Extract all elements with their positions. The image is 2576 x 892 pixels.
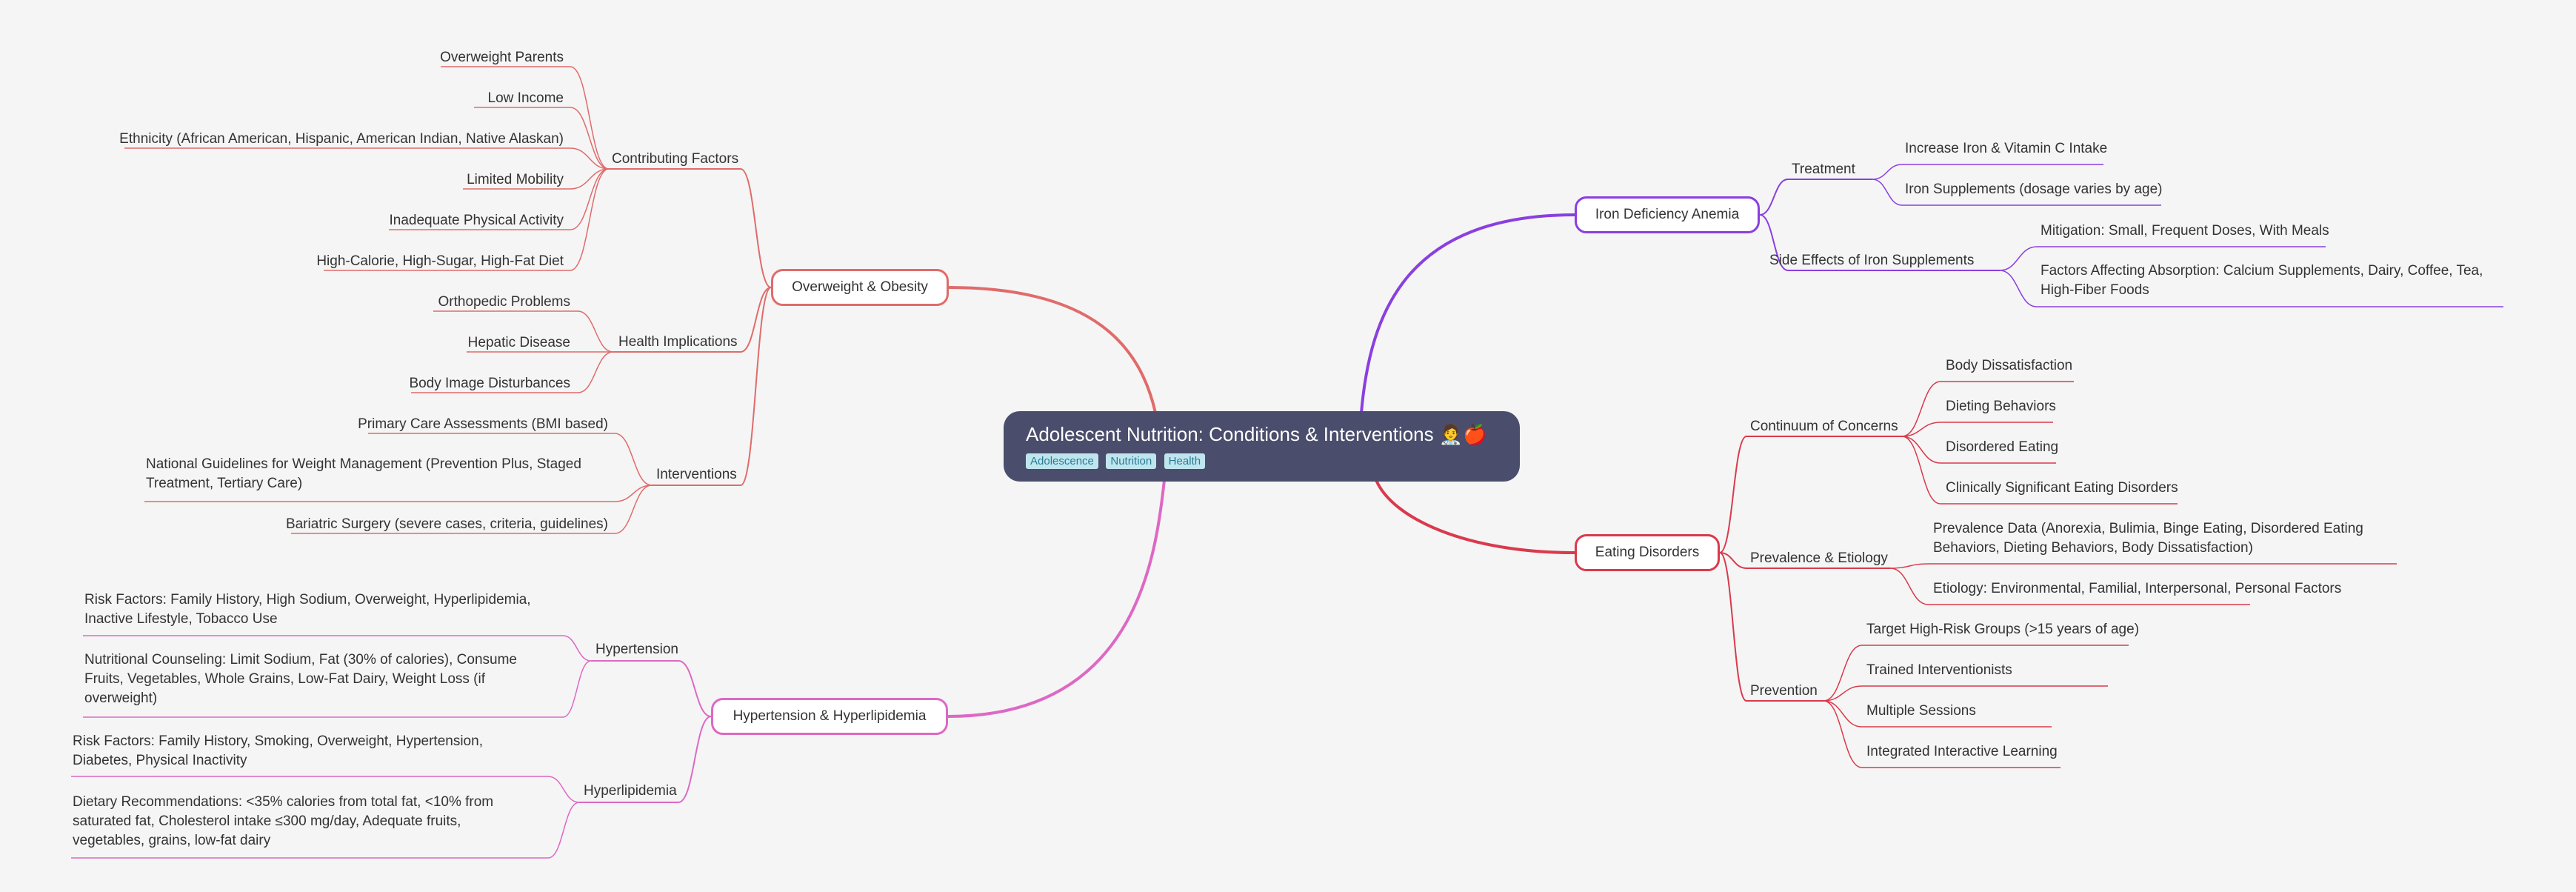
tag-health[interactable]: Health [1164, 453, 1206, 469]
group-hyperlipidemia[interactable]: Hyperlipidemia [584, 783, 677, 799]
root-title: Adolescent Nutrition: Conditions & Inter… [1026, 423, 1487, 445]
leaf-dietary-recommendations[interactable]: Dietary Recommendations: <35% calories f… [73, 794, 494, 848]
link-continuum-leaf [1901, 381, 1941, 437]
link-eating-group [1719, 552, 1747, 569]
leaf-target-high-risk-groups[interactable]: Target High-Risk Groups (>15 years of ag… [1866, 622, 2140, 637]
leaf-orthopedic-problems[interactable]: Orthopedic Problems [438, 294, 570, 310]
link-health-leaf [577, 310, 614, 353]
leaf-disordered-eating[interactable]: Disordered Eating [1946, 439, 2059, 455]
group-prevalence-etiology[interactable]: Prevalence & Etiology [1750, 550, 1888, 566]
leaf-etiology[interactable]: Etiology: Environmental, Familial, Inter… [1933, 581, 2342, 596]
link-hyperlipidemia-leaf [547, 776, 580, 803]
link-hyp-group [678, 660, 712, 717]
link-side-effects-leaf [1999, 246, 2038, 271]
link-interventions-leaf [614, 485, 653, 502]
leaf-overweight-parents[interactable]: Overweight Parents [440, 50, 564, 65]
leaf-body-dissatisfaction[interactable]: Body Dissatisfaction [1946, 358, 2073, 373]
link-overweight-group [740, 287, 772, 353]
link-hyperlipidemia-leaf [547, 802, 580, 859]
leaf-factors-affecting-absorption[interactable]: Factors Affecting Absorption: Calcium Su… [2041, 263, 2483, 298]
leaf-high-calorie-diet[interactable]: High-Calorie, High-Sugar, High-Fat Diet [316, 253, 564, 269]
link-side-effects-leaf [1999, 270, 2038, 307]
link-prevalence-leaf [1889, 563, 1929, 569]
link-eating-group [1719, 552, 1747, 702]
link-prevention-leaf [1823, 700, 1863, 768]
link-health-leaf [577, 351, 614, 393]
link-treatment-leaf [1872, 179, 1903, 206]
leaf-low-income[interactable]: Low Income [487, 90, 564, 106]
group-continuum-of-concerns[interactable]: Continuum of Concerns [1750, 419, 1898, 434]
link-eating-group [1719, 436, 1747, 553]
link-root-overweight [948, 286, 1157, 413]
leaf-bariatric-surgery[interactable]: Bariatric Surgery (severe cases, criteri… [285, 516, 608, 532]
branch-iron-deficiency-anemia[interactable]: Iron Deficiency Anemia [1575, 196, 1760, 233]
link-iron-group [1759, 214, 1789, 271]
leaf-mitigation[interactable]: Mitigation: Small, Frequent Doses, With … [2041, 223, 2329, 239]
leaf-dieting-behaviors[interactable]: Dieting Behaviors [1946, 399, 2056, 414]
link-interventions-leaf [614, 433, 653, 486]
leaf-integrated-interactive-learning[interactable]: Integrated Interactive Learning [1866, 744, 2058, 759]
leaf-inadequate-physical-activity[interactable]: Inadequate Physical Activity [389, 213, 564, 228]
leaf-hyperlipidemia-risk-factors[interactable]: Risk Factors: Family History, Smoking, O… [73, 733, 483, 768]
link-hypertension-leaf [562, 660, 592, 718]
leaf-iron-supplements[interactable]: Iron Supplements (dosage varies by age) [1905, 182, 2163, 197]
group-contributing-factors[interactable]: Contributing Factors [612, 151, 739, 167]
leaf-clinically-significant[interactable]: Clinically Significant Eating Disorders [1946, 480, 2178, 496]
group-hypertension[interactable]: Hypertension [595, 642, 678, 657]
branch-hypertension-hyperlipidemia[interactable]: Hypertension & Hyperlipidemia [711, 698, 948, 735]
link-continuum-leaf [1901, 422, 1941, 437]
link-overweight-group [740, 287, 772, 486]
link-contributing-leaf [570, 66, 610, 170]
link-hyp-group [678, 716, 712, 803]
link-prevention-leaf [1823, 685, 1863, 702]
link-root-hypertension [947, 479, 1166, 718]
group-prevention[interactable]: Prevention [1750, 683, 1818, 699]
link-root-eating [1375, 479, 1575, 554]
leaf-national-guidelines[interactable]: National Guidelines for Weight Managemen… [146, 456, 581, 491]
link-root-iron [1360, 213, 1575, 413]
leaf-multiple-sessions[interactable]: Multiple Sessions [1866, 703, 1976, 719]
tag-adolescence[interactable]: Adolescence [1026, 453, 1098, 469]
leaf-ethnicity[interactable]: Ethnicity (African American, Hispanic, A… [119, 131, 564, 147]
leaf-body-image-disturbances[interactable]: Body Image Disturbances [409, 376, 570, 391]
link-interventions-leaf [614, 485, 653, 534]
group-treatment[interactable]: Treatment [1792, 162, 1855, 177]
link-contributing-leaf [570, 168, 610, 230]
root-node[interactable]: Adolescent Nutrition: Conditions & Inter… [1004, 411, 1520, 482]
link-prevention-leaf [1823, 645, 1863, 702]
link-prevalence-leaf [1889, 568, 1929, 605]
leaf-prevalence-data[interactable]: Prevalence Data (Anorexia, Bulimia, Bing… [1933, 521, 2363, 556]
leaf-hepatic-disease[interactable]: Hepatic Disease [467, 335, 570, 350]
branch-eating-disorders[interactable]: Eating Disorders [1575, 534, 1720, 571]
link-continuum-leaf [1901, 436, 1941, 505]
tag-nutrition[interactable]: Nutrition [1106, 453, 1157, 469]
link-contributing-leaf [570, 147, 610, 170]
leaf-primary-care-assessments[interactable]: Primary Care Assessments (BMI based) [358, 416, 608, 432]
leaf-hypertension-risk-factors[interactable]: Risk Factors: Family History, High Sodiu… [84, 592, 531, 627]
link-continuum-leaf [1901, 436, 1941, 464]
group-health-implications[interactable]: Health Implications [618, 334, 738, 350]
group-side-effects[interactable]: Side Effects of Iron Supplements [1769, 253, 1975, 268]
link-iron-group [1759, 179, 1789, 216]
leaf-limited-mobility[interactable]: Limited Mobility [467, 172, 564, 187]
root-tags: Adolescence Nutrition Health [1026, 453, 1498, 469]
leaf-nutritional-counseling[interactable]: Nutritional Counseling: Limit Sodium, Fa… [84, 652, 517, 706]
link-prevention-leaf [1823, 700, 1863, 728]
link-contributing-leaf [570, 168, 610, 271]
leaf-trained-interventionists[interactable]: Trained Interventionists [1866, 662, 2012, 678]
link-contributing-leaf [570, 168, 610, 190]
link-treatment-leaf [1872, 164, 1903, 180]
link-contributing-leaf [570, 107, 610, 170]
branch-overweight-obesity[interactable]: Overweight & Obesity [771, 269, 949, 306]
leaf-increase-iron-vitamin-c[interactable]: Increase Iron & Vitamin C Intake [1905, 141, 2108, 156]
group-interventions[interactable]: Interventions [656, 467, 737, 482]
link-overweight-group [740, 168, 772, 288]
link-hypertension-leaf [562, 635, 592, 662]
